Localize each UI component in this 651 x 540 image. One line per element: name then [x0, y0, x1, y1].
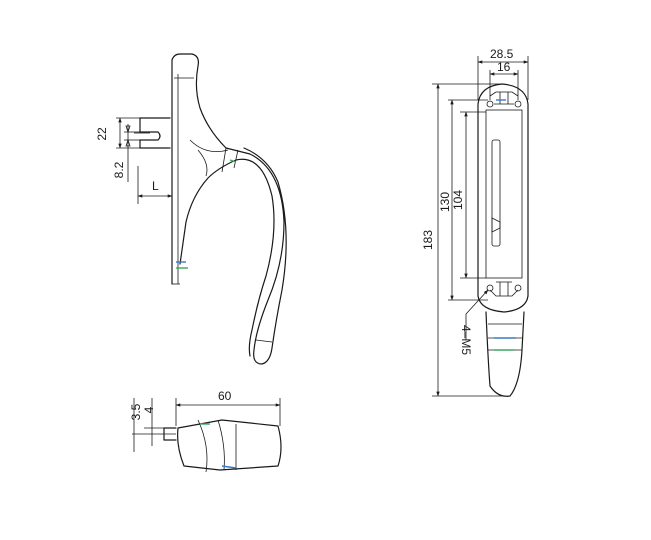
accent-green-mark — [229, 159, 237, 163]
dim-16-label: 16 — [497, 60, 511, 74]
front-top-clip — [489, 91, 519, 105]
dim-60-label: 60 — [218, 389, 232, 403]
front-view: 28.5 16 183 130 104 4–M5 — [421, 47, 529, 397]
front-slot — [491, 139, 501, 247]
dim-104-label: 104 — [451, 190, 465, 210]
front-grip — [485, 311, 525, 397]
dim-m5-label: 4–M5 — [459, 325, 473, 355]
handle-inner-curve — [179, 158, 275, 357]
base-plate-outline — [171, 53, 227, 285]
neck-ring-2 — [233, 149, 239, 169]
side-view: 22 8.2 L — [95, 53, 287, 365]
spindle-stub — [139, 117, 171, 149]
grip-ring — [255, 339, 273, 343]
dim-4-label: 4 — [142, 406, 156, 413]
dim-130-label: 130 — [438, 192, 452, 212]
front-plate-inner — [485, 109, 523, 279]
dim-183-label: 183 — [421, 230, 435, 250]
dim-m5-leader — [465, 289, 489, 340]
dim-l-label: L — [152, 179, 159, 193]
front-plate-outline — [477, 83, 529, 313]
bottom-view-taper — [197, 419, 225, 473]
handle-neck-lines — [189, 139, 229, 177]
neck-ring-1 — [221, 147, 227, 173]
dim-82-label: 8.2 — [112, 161, 126, 178]
bottom-view: 60 4 3.5 — [129, 389, 282, 473]
dim-22-label: 22 — [95, 127, 109, 141]
screw-hole-top-right — [514, 100, 522, 108]
dim-35-label: 3.5 — [129, 403, 143, 420]
bottom-view-body — [177, 419, 282, 471]
screw-hole-bottom-right — [514, 284, 522, 292]
screw-hole-top-left — [486, 100, 494, 108]
handle-outer-curve — [225, 147, 287, 365]
dim-285-label: 28.5 — [490, 47, 514, 61]
screw-hole-bottom-left — [486, 284, 494, 292]
front-bottom-clip — [489, 281, 519, 297]
